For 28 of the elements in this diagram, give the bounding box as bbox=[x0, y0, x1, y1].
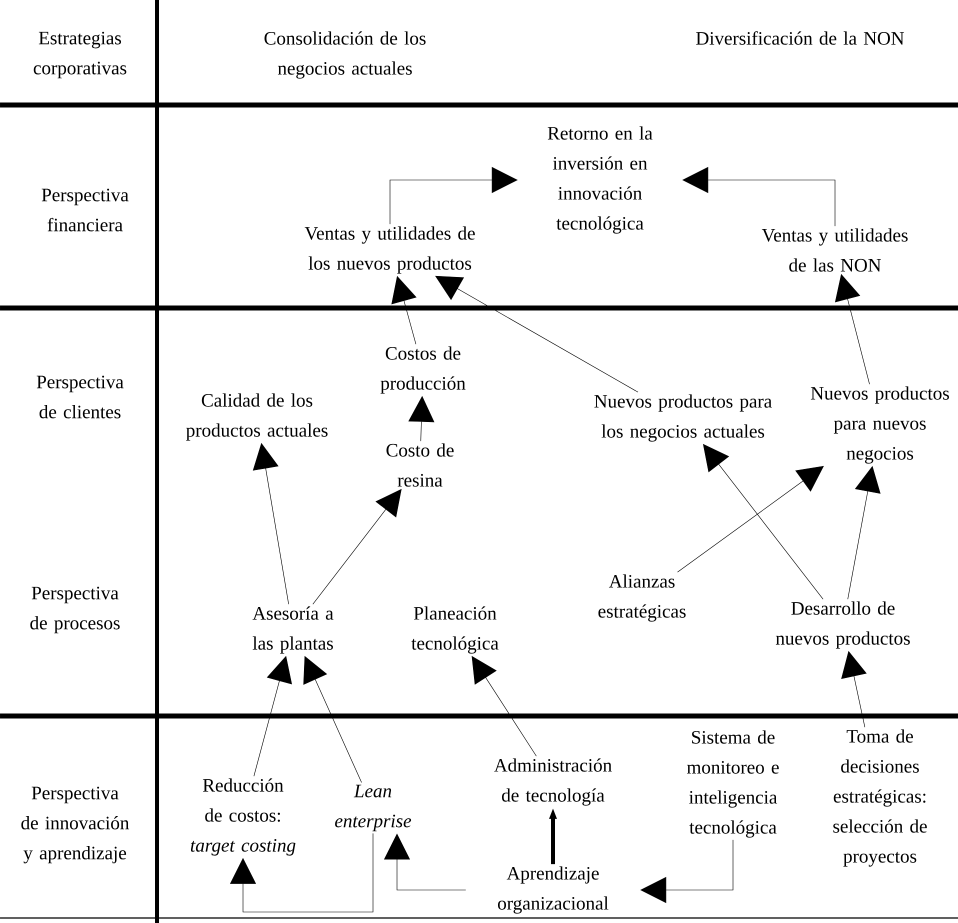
objective-text: Costo de resina bbox=[386, 443, 454, 487]
objective-text: Nuevos productos para los negocios actuales bbox=[594, 394, 772, 442]
objective-text: Costos de producción bbox=[380, 346, 466, 394]
objective-text: Planeación tecnológica bbox=[411, 606, 499, 654]
objective-text: Calidad de los productos actuales bbox=[186, 393, 328, 441]
objective-text: Aprendizaje organizacional bbox=[498, 866, 608, 914]
objective-text: Ventas y utilidades de los nuevos productos bbox=[304, 226, 475, 274]
objective-text: Toma de decisiones estratégicas: selección de proyectos bbox=[833, 729, 927, 867]
arrow bbox=[230, 833, 374, 912]
objective-text: Desarrollo de nuevos productos bbox=[776, 601, 910, 649]
column-header: Diversificación de la NON bbox=[696, 31, 904, 45]
row-header: Perspectiva de procesos bbox=[30, 586, 120, 634]
row-header: Perspectiva financiera bbox=[42, 188, 129, 232]
objective-text: Administración de tecnología bbox=[494, 758, 612, 806]
objective-text: Retorno en la inversión en innovación tecnológica bbox=[548, 126, 652, 234]
objective-text: Sistema de monitoreo e inteligencia tecnológica bbox=[686, 730, 779, 838]
objective-text: Nuevos productos para nuevos negocios bbox=[810, 386, 949, 464]
objective-text: Lean enterprise bbox=[335, 784, 412, 832]
objective-text: Alianzas estratégicas bbox=[598, 574, 686, 622]
row-header: Perspectiva de innovación y aprendizaje bbox=[21, 786, 130, 864]
objective-text: Reducción de costos: target costing bbox=[190, 778, 296, 856]
row-header: Perspectiva de clientes bbox=[36, 376, 124, 418]
arrow bbox=[677, 466, 824, 572]
arrow bbox=[435, 276, 638, 392]
row-header: Estrategias corporativas bbox=[34, 32, 126, 78]
column-header: Consolidación de los negocios actuales bbox=[264, 31, 426, 79]
objective-text: Asesoría a las plantas bbox=[252, 606, 334, 654]
objective-text: Ventas y utilidades de las NON bbox=[762, 228, 908, 272]
